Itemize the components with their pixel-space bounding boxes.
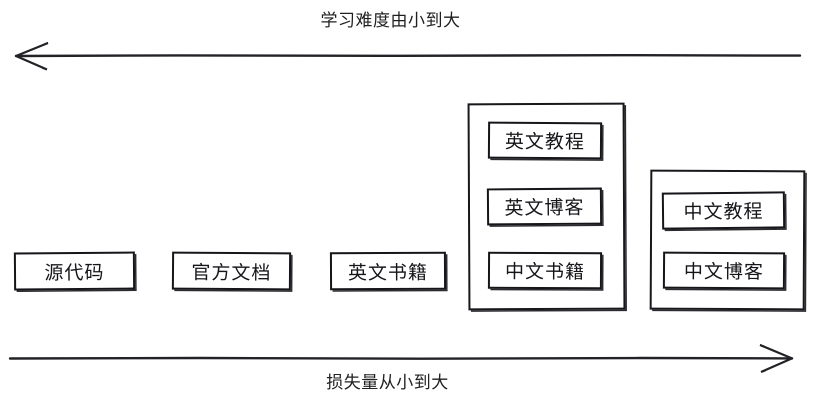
top-axis-caption: 学习难度由小到大 — [320, 11, 461, 30]
node-label: 源代码 — [44, 262, 105, 284]
node-label: 英文书籍 — [347, 262, 429, 284]
node-label: 中文博客 — [683, 261, 765, 284]
node-label: 官方文档 — [191, 262, 272, 284]
node-label: 英文教程 — [504, 131, 586, 154]
node-chinese-blog[interactable]: 中文博客 — [662, 251, 786, 290]
node-label: 中文书籍 — [504, 261, 586, 284]
node-chinese-books[interactable]: 中文书籍 — [487, 251, 603, 290]
node-chinese-tutorial[interactable]: 中文教程 — [661, 191, 786, 230]
node-label: 英文博客 — [504, 197, 585, 220]
node-source-code[interactable]: 源代码 — [13, 251, 136, 291]
node-official-docs[interactable]: 官方文档 — [171, 251, 292, 291]
arrow-left-icon — [14, 41, 802, 71]
bottom-axis-caption: 损失量从小到大 — [326, 373, 449, 392]
node-english-tutorial[interactable]: 英文教程 — [487, 121, 603, 160]
node-english-books[interactable]: 英文书籍 — [329, 251, 447, 291]
node-english-blog[interactable]: 英文博客 — [486, 187, 603, 226]
arrow-right-icon — [8, 343, 794, 374]
node-label: 中文教程 — [683, 201, 764, 224]
